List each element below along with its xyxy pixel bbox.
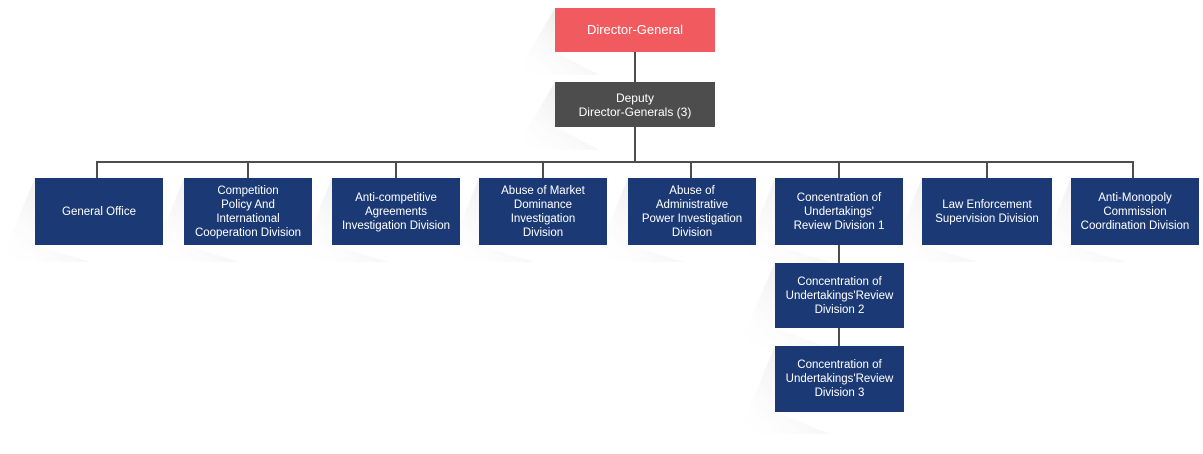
connector-drop-6: [838, 161, 840, 178]
connector-drop-7: [986, 161, 988, 178]
connector-deputy-bus: [634, 127, 636, 162]
deputy-director-generals-box: Deputy Director-Generals (3): [555, 82, 715, 127]
connector-bus: [96, 161, 1134, 163]
connector-drop-8: [1132, 161, 1134, 178]
division-box-anti-competitive-agreements: Anti-competitive Agreements Investigatio…: [332, 178, 460, 245]
division-box-law-enforcement-supervision: Law Enforcement Supervision Division: [922, 178, 1052, 245]
division-box-competition-policy: Competition Policy And International Coo…: [184, 178, 312, 245]
division-box-anti-monopoly-commission: Anti-Monopoly Commission Coordination Di…: [1071, 178, 1199, 245]
division-box-general-office: General Office: [35, 178, 163, 245]
connector-director-deputy: [634, 52, 636, 82]
division-box-concentration-review-1: Concentration of Undertakings' Review Di…: [775, 178, 903, 245]
connector-review-1-2: [838, 245, 840, 263]
division-box-concentration-review-2: Concentration of Undertakings'Review Div…: [775, 263, 904, 328]
division-box-concentration-review-3: Concentration of Undertakings'Review Div…: [775, 346, 904, 412]
connector-drop-2: [247, 161, 249, 178]
division-box-abuse-market-dominance: Abuse of Market Dominance Investigation …: [479, 178, 607, 245]
connector-drop-4: [542, 161, 544, 178]
division-box-abuse-administrative-power: Abuse of Administrative Power Investigat…: [628, 178, 756, 245]
connector-drop-3: [395, 161, 397, 178]
connector-drop-1: [96, 161, 98, 178]
director-general-box: Director-General: [555, 8, 715, 52]
connector-review-2-3: [838, 328, 840, 346]
connector-drop-5: [690, 161, 692, 178]
